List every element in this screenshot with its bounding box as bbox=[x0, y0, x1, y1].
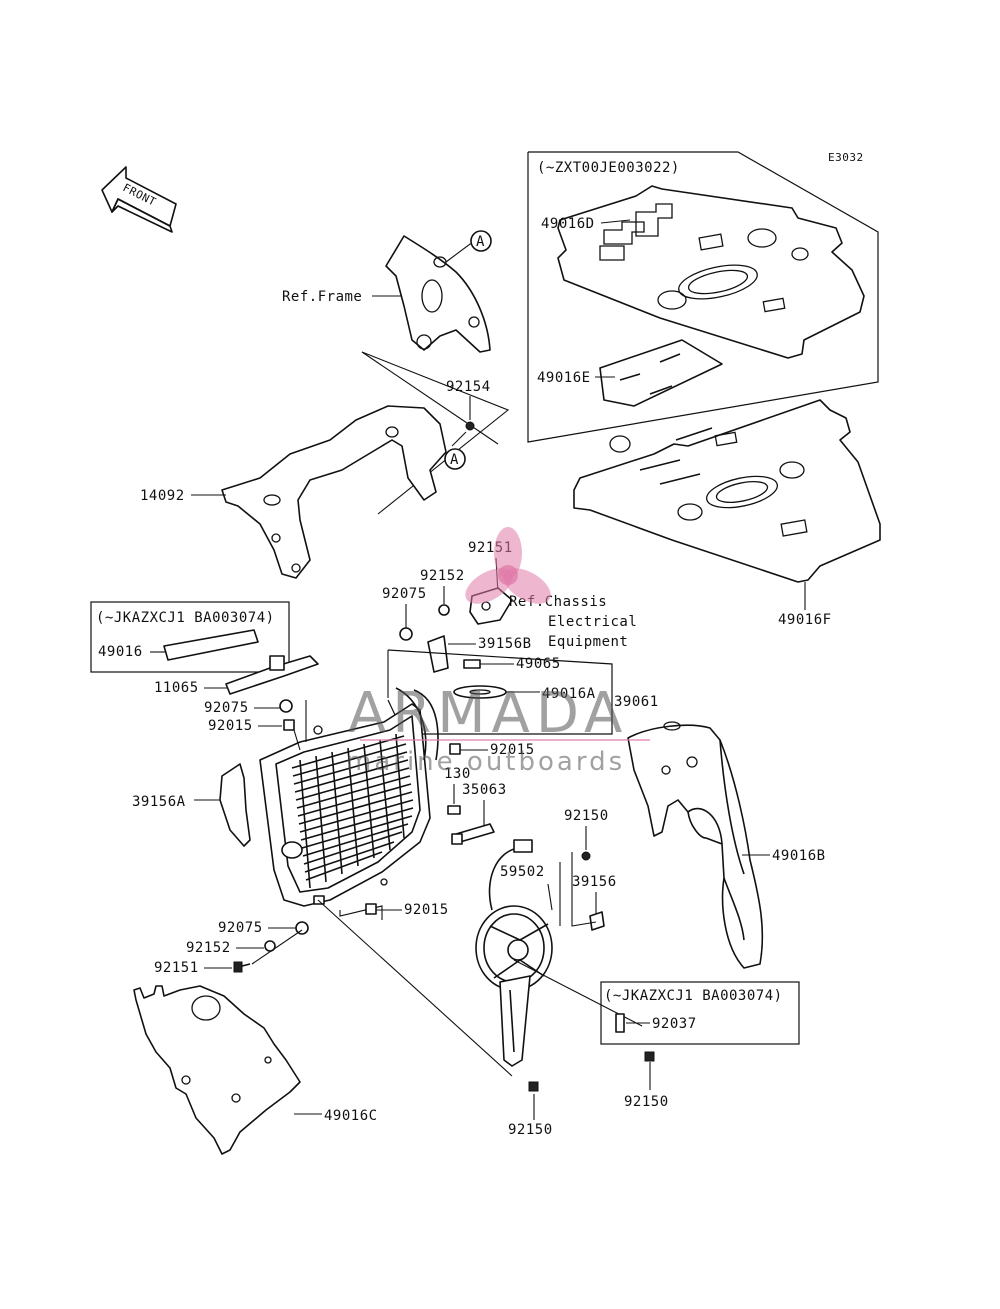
bottom-right-serial-label: (~JKAZXCJ1 BA003074) bbox=[604, 988, 783, 1004]
washer-92152-top bbox=[438, 604, 450, 616]
sensor-35063 bbox=[451, 823, 495, 845]
left-serial-label: (~JKAZXCJ1 BA003074) bbox=[96, 610, 275, 626]
clamp-92037 bbox=[615, 1013, 625, 1033]
inner-cover-14092 bbox=[221, 405, 447, 579]
radiator-39061 bbox=[259, 703, 431, 907]
nut-92075-top bbox=[399, 627, 413, 641]
label-39061: 39061 bbox=[614, 694, 659, 710]
label-92150-a: 92150 bbox=[564, 808, 609, 824]
label-92015-mid: 92015 bbox=[490, 742, 535, 758]
label-92037: 92037 bbox=[652, 1016, 697, 1032]
label-49065: 49065 bbox=[516, 656, 561, 672]
hose-upper-edge bbox=[413, 689, 439, 761]
watermark-tagline: marine outboards bbox=[346, 747, 625, 777]
label-92152-low: 92152 bbox=[186, 940, 231, 956]
watermark: ARMADA marine outboards bbox=[346, 527, 650, 777]
washer-92152-low bbox=[264, 940, 276, 952]
label-11065: 11065 bbox=[154, 680, 199, 696]
grommet-92015-low bbox=[365, 903, 377, 915]
diagram-code: E3032 bbox=[828, 151, 864, 164]
label-92151-low: 92151 bbox=[154, 960, 199, 976]
shroud-39156A bbox=[219, 763, 251, 847]
bolt-92150-b bbox=[644, 1051, 655, 1062]
label-49016D: 49016D bbox=[541, 216, 595, 232]
pad-49016E bbox=[599, 339, 723, 407]
label-92075-mid: 92075 bbox=[204, 700, 249, 716]
top-right-serial-box: (~ZXT00JE003022) bbox=[527, 151, 879, 443]
left-serial-box: (~JKAZXCJ1 BA003074) bbox=[90, 601, 290, 673]
pad-11065 bbox=[225, 655, 319, 695]
label-49016F: 49016F bbox=[778, 612, 832, 628]
plate-49016D bbox=[557, 185, 865, 359]
clamp-130 bbox=[447, 805, 461, 815]
bolt-92151-low bbox=[233, 961, 251, 973]
label-39156: 39156 bbox=[572, 874, 617, 890]
propeller-icon bbox=[465, 527, 551, 604]
grommet-39156 bbox=[589, 911, 605, 931]
label-59502: 59502 bbox=[500, 864, 545, 880]
frame-bracket bbox=[385, 235, 491, 353]
callout-letter-A-top: A bbox=[476, 234, 485, 250]
label-92154: 92154 bbox=[446, 379, 491, 395]
plate-49016F bbox=[573, 399, 881, 583]
watermark-brand: ARMADA bbox=[348, 681, 628, 746]
label-49016-left: 49016 bbox=[98, 644, 143, 660]
bolt-92150-c bbox=[528, 1081, 539, 1092]
fan-59502 bbox=[475, 839, 553, 1067]
grommet-92015-left bbox=[283, 719, 295, 731]
callout-letter-A-bottom: A bbox=[450, 452, 459, 468]
grommet-49065 bbox=[463, 659, 481, 669]
label-92075-top: 92075 bbox=[382, 586, 427, 602]
label-49016A: 49016A bbox=[542, 686, 596, 702]
label-ref-frame: Ref.Frame bbox=[282, 289, 362, 305]
callout-circle-A-top bbox=[470, 230, 492, 252]
label-49016E: 49016E bbox=[537, 370, 591, 386]
bottom-right-serial-box: (~JKAZXCJ1 BA003074) bbox=[600, 981, 800, 1045]
top-right-serial-label: (~ZXT00JE003022) bbox=[537, 160, 680, 176]
seal-39156B bbox=[427, 635, 449, 673]
front-arrow-icon: FRONT bbox=[101, 166, 177, 233]
bolt-92150-a bbox=[581, 851, 591, 861]
guard-49016B bbox=[627, 721, 764, 969]
nut-92075-mid bbox=[279, 699, 293, 713]
pad-49016 bbox=[163, 629, 259, 661]
label-92075-low: 92075 bbox=[218, 920, 263, 936]
grommet-92015-mid bbox=[449, 743, 461, 755]
label-39156A: 39156A bbox=[132, 794, 186, 810]
label-ref-chassis-line3: Equipment bbox=[548, 634, 628, 650]
label-39156B: 39156B bbox=[478, 636, 532, 652]
cover-49016C bbox=[133, 985, 301, 1155]
bolt-92154 bbox=[465, 421, 475, 431]
label-92150-c: 92150 bbox=[508, 1122, 553, 1138]
label-ref-chassis-line2: Electrical bbox=[548, 614, 637, 630]
label-92152-top: 92152 bbox=[420, 568, 465, 584]
label-130: 130 bbox=[444, 766, 471, 782]
label-14092: 14092 bbox=[140, 488, 185, 504]
label-49016C: 49016C bbox=[324, 1108, 378, 1124]
callout-circle-A-bottom bbox=[444, 448, 466, 470]
label-92015-left: 92015 bbox=[208, 718, 253, 734]
label-35063: 35063 bbox=[462, 782, 507, 798]
nut-92075-low bbox=[295, 921, 309, 935]
label-92015-low: 92015 bbox=[404, 902, 449, 918]
label-92150-b: 92150 bbox=[624, 1094, 669, 1110]
label-49016B: 49016B bbox=[772, 848, 826, 864]
hose-upper bbox=[395, 687, 427, 761]
